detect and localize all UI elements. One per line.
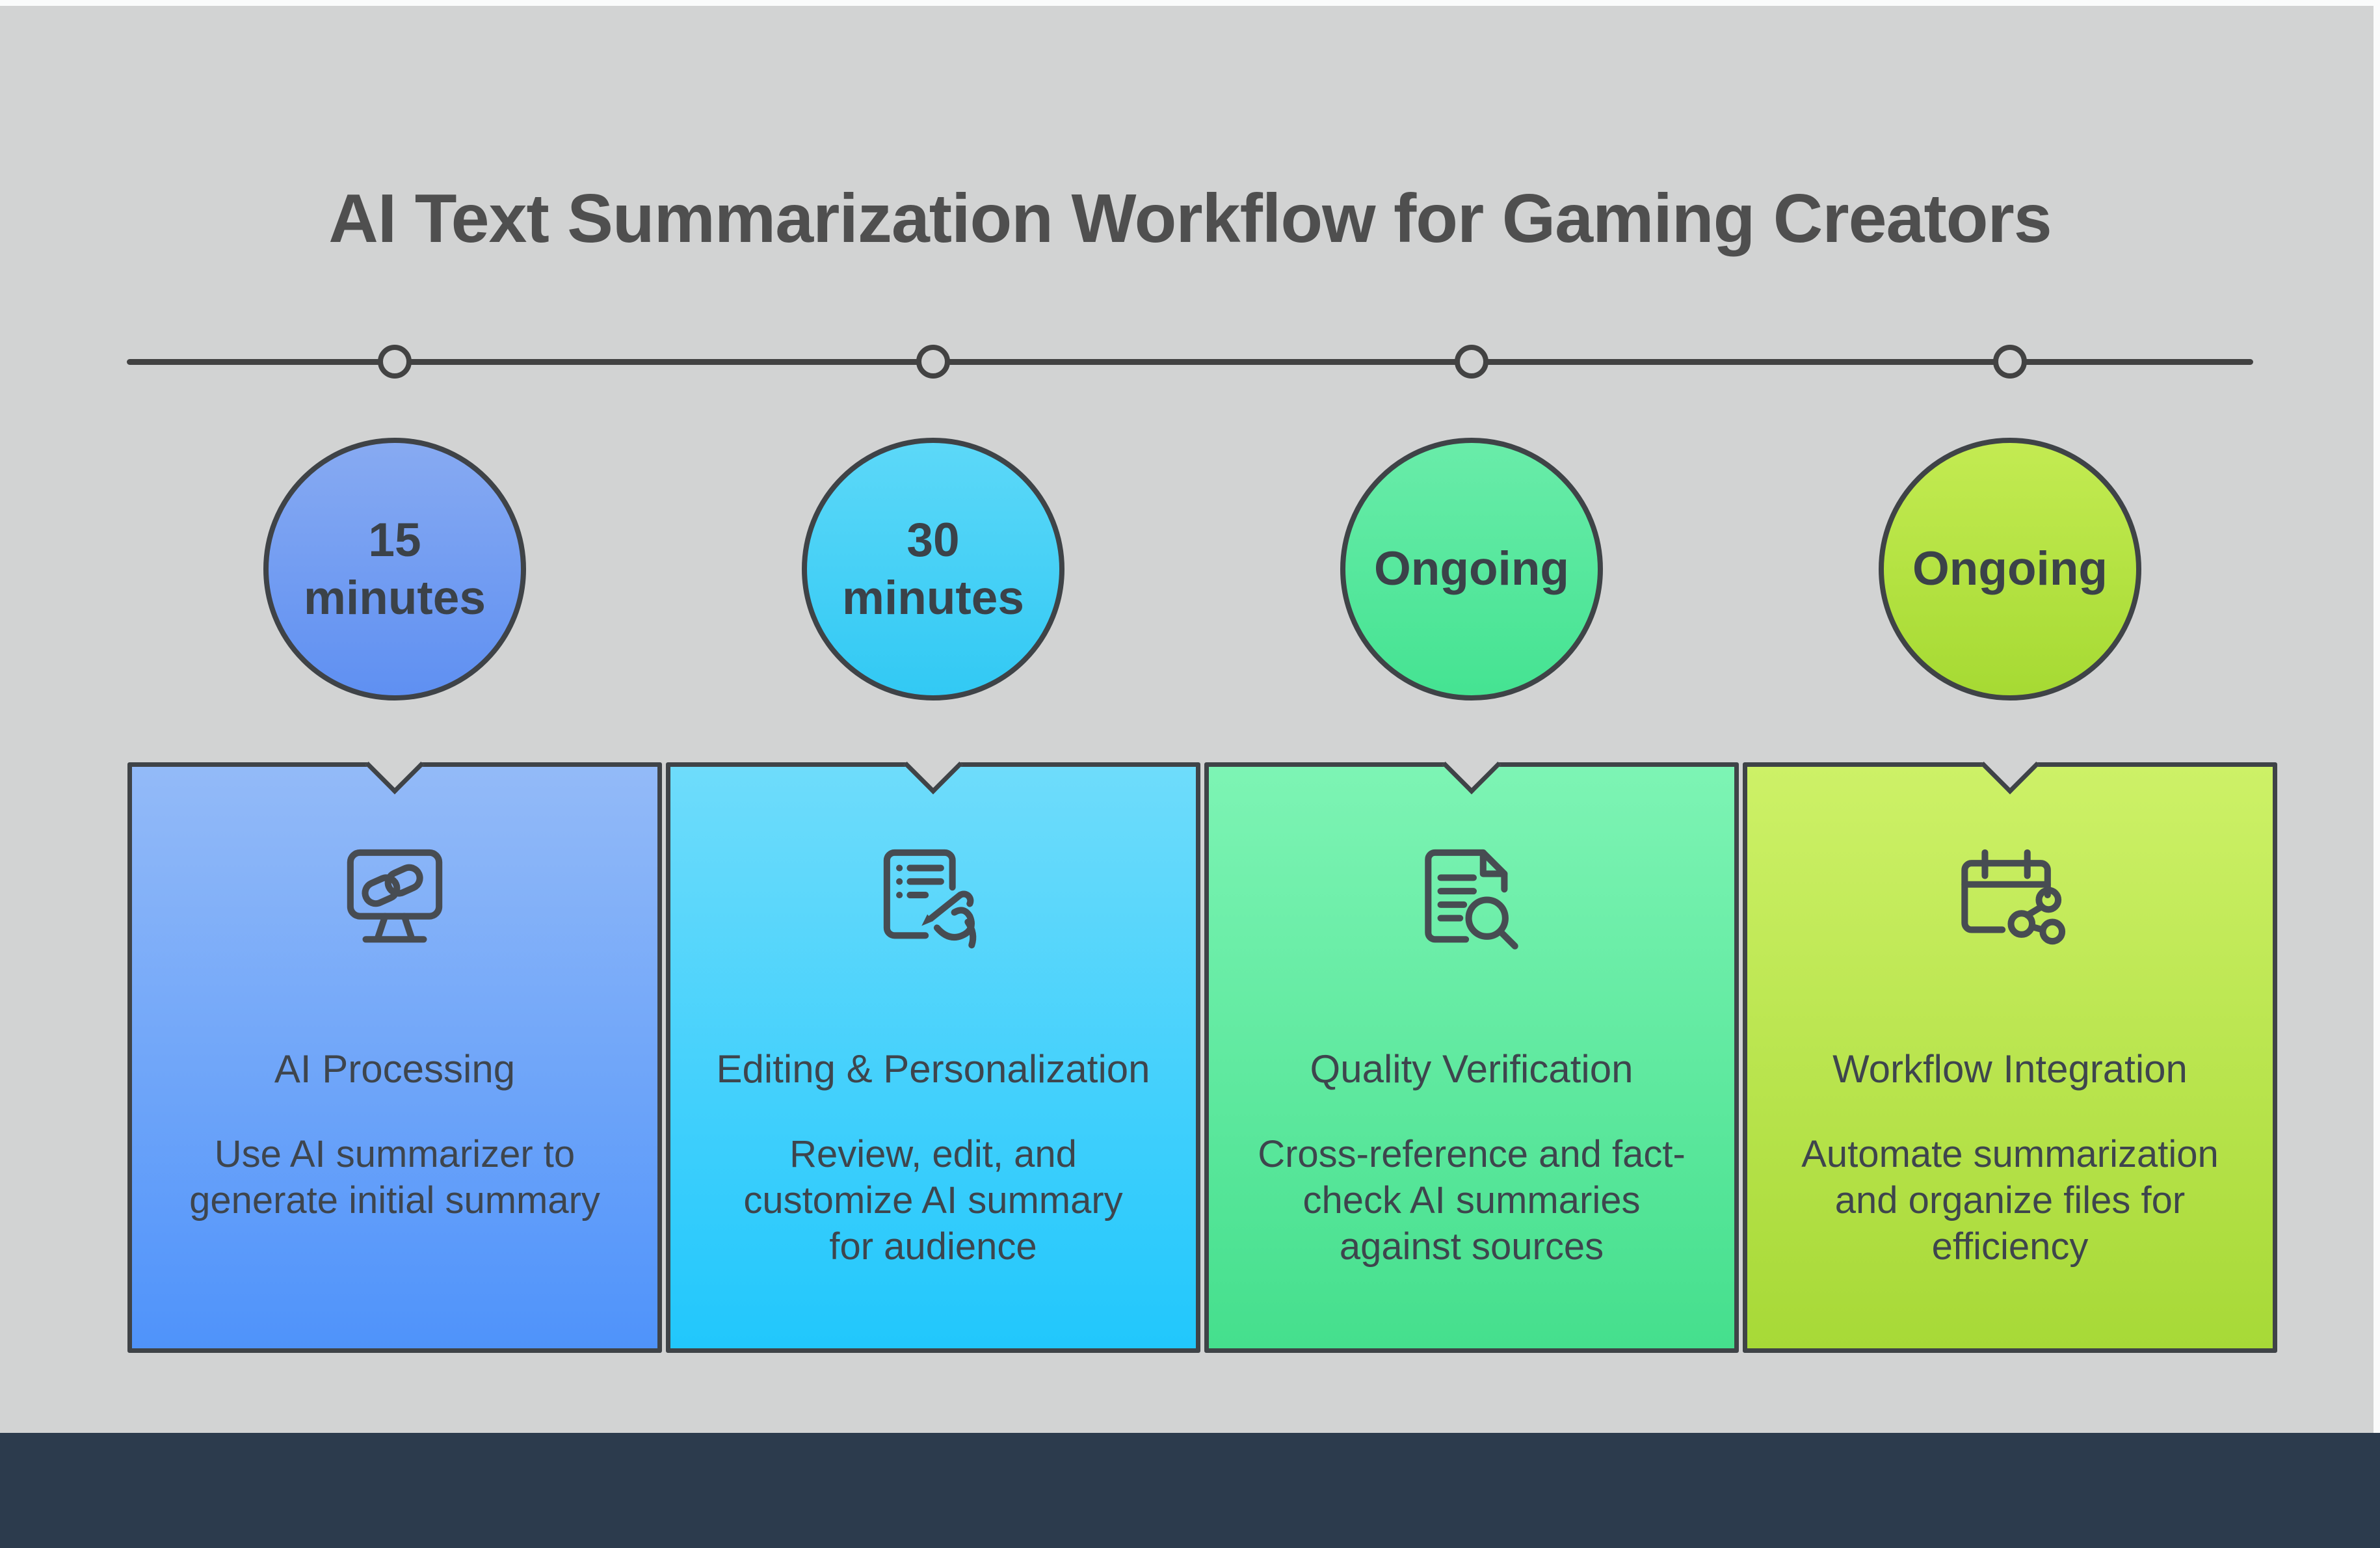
card-notch bbox=[1980, 735, 2040, 795]
step-card: Quality Verification Cross-reference and… bbox=[1204, 735, 1739, 1353]
card-description: Use AI summarizer to generate initial su… bbox=[189, 1133, 600, 1221]
edit-document-icon bbox=[868, 844, 998, 954]
card-notch bbox=[903, 735, 963, 795]
card-title: Workflow Integration bbox=[1832, 1047, 2188, 1091]
footer-bar bbox=[0, 1433, 2380, 1548]
calendar-share-icon bbox=[1945, 844, 2075, 954]
card-description: Automate summarization and organize file… bbox=[1801, 1133, 2219, 1268]
timeline-line bbox=[127, 359, 2253, 365]
card-title: AI Processing bbox=[274, 1047, 516, 1091]
card-description: Cross-reference and fact- check AI summa… bbox=[1258, 1133, 1686, 1268]
timeline-node bbox=[1455, 345, 1488, 379]
top-edge-strip bbox=[0, 0, 2380, 6]
right-edge-strip bbox=[2373, 0, 2380, 1433]
document-search-icon bbox=[1407, 844, 1537, 954]
card-title: Quality Verification bbox=[1310, 1047, 1633, 1091]
duration-circle: Ongoing bbox=[1340, 438, 1603, 701]
duration-circle: Ongoing bbox=[1879, 438, 2141, 701]
card-description: Review, edit, and customize AI summary f… bbox=[743, 1133, 1123, 1268]
duration-circle: 15 minutes bbox=[263, 438, 526, 701]
card-notch bbox=[365, 735, 425, 795]
page-title: AI Text Summarization Workflow for Gamin… bbox=[328, 180, 2052, 258]
step-card: Workflow Integration Automate summarizat… bbox=[1743, 735, 2277, 1353]
timeline-node bbox=[1993, 345, 2027, 379]
step-card: Editing & Personalization Review, edit, … bbox=[666, 735, 1200, 1353]
timeline-node bbox=[916, 345, 950, 379]
monitor-link-icon bbox=[330, 844, 460, 954]
card-notch bbox=[1442, 735, 1501, 795]
timeline-node bbox=[378, 345, 412, 379]
duration-circle: 30 minutes bbox=[802, 438, 1064, 701]
step-card: AI Processing Use AI summarizer to gener… bbox=[127, 735, 662, 1353]
card-title: Editing & Personalization bbox=[716, 1047, 1150, 1091]
